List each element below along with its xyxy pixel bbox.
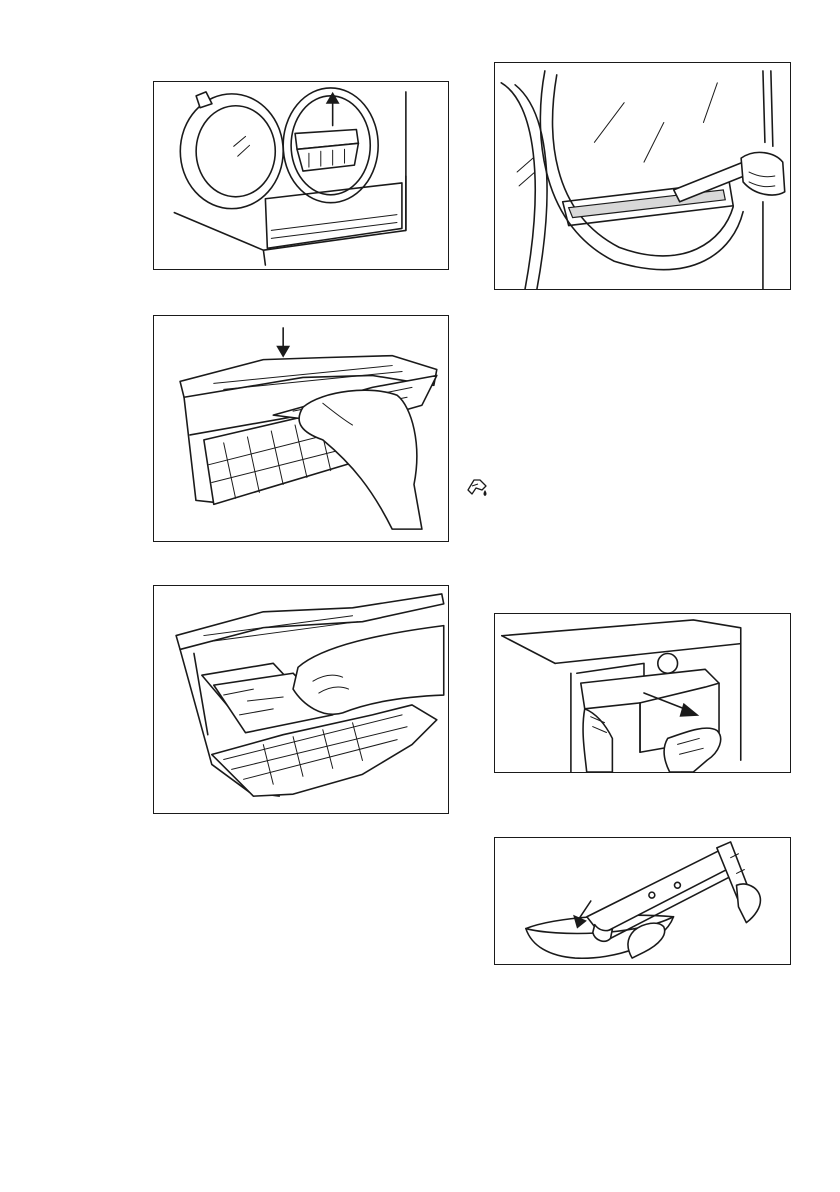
figure-filter-removal <box>153 81 449 270</box>
figure-filter-cleaning <box>153 585 449 814</box>
water-container-emptying-illustration <box>495 838 790 964</box>
figure-water-container-emptying <box>494 837 791 965</box>
filter-opening-illustration <box>154 316 448 541</box>
figure-water-container-removal <box>494 613 791 773</box>
figure-filter-opening <box>153 315 449 542</box>
filter-removal-illustration <box>154 82 448 269</box>
filter-cleaning-illustration <box>154 586 448 813</box>
water-container-removal-illustration <box>495 614 790 772</box>
clipped-footer-text-strip <box>0 1185 840 1192</box>
hand-note-icon <box>466 476 490 498</box>
filter-seat-vacuuming-illustration <box>495 63 790 289</box>
figure-filter-seat-vacuuming <box>494 62 791 290</box>
